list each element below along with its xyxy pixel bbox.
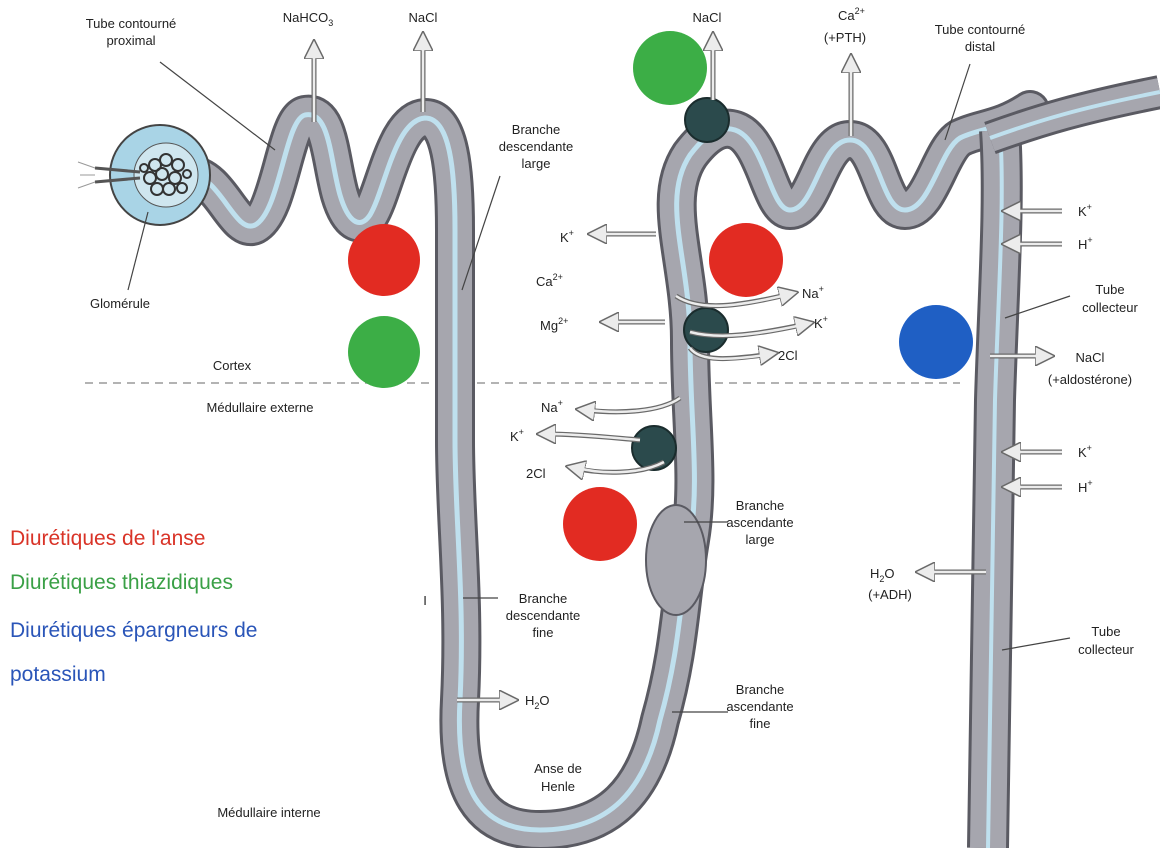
k-collect-label: K+ (1078, 443, 1092, 460)
desc-fine-label: Branche (519, 591, 567, 606)
distal-tubule-label: Tube contourné (935, 22, 1026, 37)
asc-large-label: Branche (736, 498, 784, 513)
cl-in-label: 2Cl (778, 348, 798, 363)
glomerule-leader (128, 212, 148, 290)
asc-fine-label: ascendante (726, 699, 793, 714)
mg-out-label: Mg2+ (540, 316, 568, 333)
pth-label: (+PTH) (824, 30, 866, 45)
loop-diuretic-marker (563, 487, 637, 561)
proximal-tubule-label: proximal (106, 33, 155, 48)
loop-diuretic-marker (709, 223, 783, 297)
k-lower-label: K+ (510, 427, 524, 444)
na-lower-label: Na+ (541, 398, 563, 415)
nacl-collect-label: NaCl (1076, 350, 1105, 365)
thiazide-diuretic-marker (633, 31, 707, 105)
collecteur-label: collecteur (1082, 300, 1138, 315)
cortex-label: Cortex (213, 358, 252, 373)
legend-thiazide-diuretics: Diurétiques thiazidiques (10, 572, 233, 593)
anse-label: Henle (541, 779, 575, 794)
distal-tubule-label: distal (965, 39, 995, 54)
desc-large-label: large (522, 156, 551, 171)
legend-potassium-sparing-diuretics: potassium (10, 664, 106, 685)
desc-large-label: descendante (499, 139, 573, 154)
nacl-proximal-label: NaCl (409, 10, 438, 25)
nacl-distal-label: NaCl (693, 10, 722, 25)
collecteur-label: Tube (1091, 624, 1120, 639)
asc-fine-label: Branche (736, 682, 784, 697)
desc-large-label: Branche (512, 122, 560, 137)
h-collect-label: H+ (1078, 235, 1093, 252)
glomerulus (78, 125, 210, 225)
ca-distal-label: Ca2+ (838, 6, 865, 23)
asc-fine-label: fine (750, 716, 771, 731)
medullaire-interne-label: Médullaire interne (217, 805, 320, 820)
thiazide-diuretic-marker (348, 316, 420, 388)
asc-large-label: ascendante (726, 515, 793, 530)
proximal-tubule-label: Tube contourné (86, 16, 177, 31)
k-in-label: K+ (814, 314, 828, 331)
cl-lower-label: 2Cl (526, 466, 546, 481)
nahco3-label: NaHCO3 (283, 10, 334, 28)
legend-potassium-sparing-diuretics: Diurétiques épargneurs de (10, 620, 258, 641)
aldosterone-label: (+aldostérone) (1048, 372, 1132, 387)
anse-label: Anse de (534, 761, 582, 776)
h-collect-label: H+ (1078, 478, 1093, 495)
h2o-descending-label: H2O (525, 693, 550, 711)
collecteur-label: collecteur (1078, 642, 1134, 657)
adh-label: (+ADH) (868, 587, 912, 602)
glomerule-label: Glomérule (90, 296, 150, 311)
collecting-duct (988, 92, 1160, 848)
loop-diuretic-marker (348, 224, 420, 296)
desc-fine-label: fine (533, 625, 554, 640)
k-collect-label: K+ (1078, 202, 1092, 219)
potassium-sparing-diuretic-marker (899, 305, 973, 379)
transporter-icon (685, 98, 729, 142)
tick-mark: I (423, 593, 427, 608)
k-out-label: K+ (560, 228, 574, 245)
asc-large-label: large (746, 532, 775, 547)
ca-out-label: Ca2+ (536, 272, 563, 289)
legend-loop-diuretics: Diurétiques de l'anse (10, 528, 205, 549)
collecteur-label: Tube (1095, 282, 1124, 297)
transporter-icon (632, 426, 676, 470)
na-in-label: Na+ (802, 284, 824, 301)
medullaire-externe-label: Médullaire externe (207, 400, 314, 415)
desc-fine-label: descendante (506, 608, 580, 623)
h2o-collect-label: H2O (870, 566, 895, 584)
